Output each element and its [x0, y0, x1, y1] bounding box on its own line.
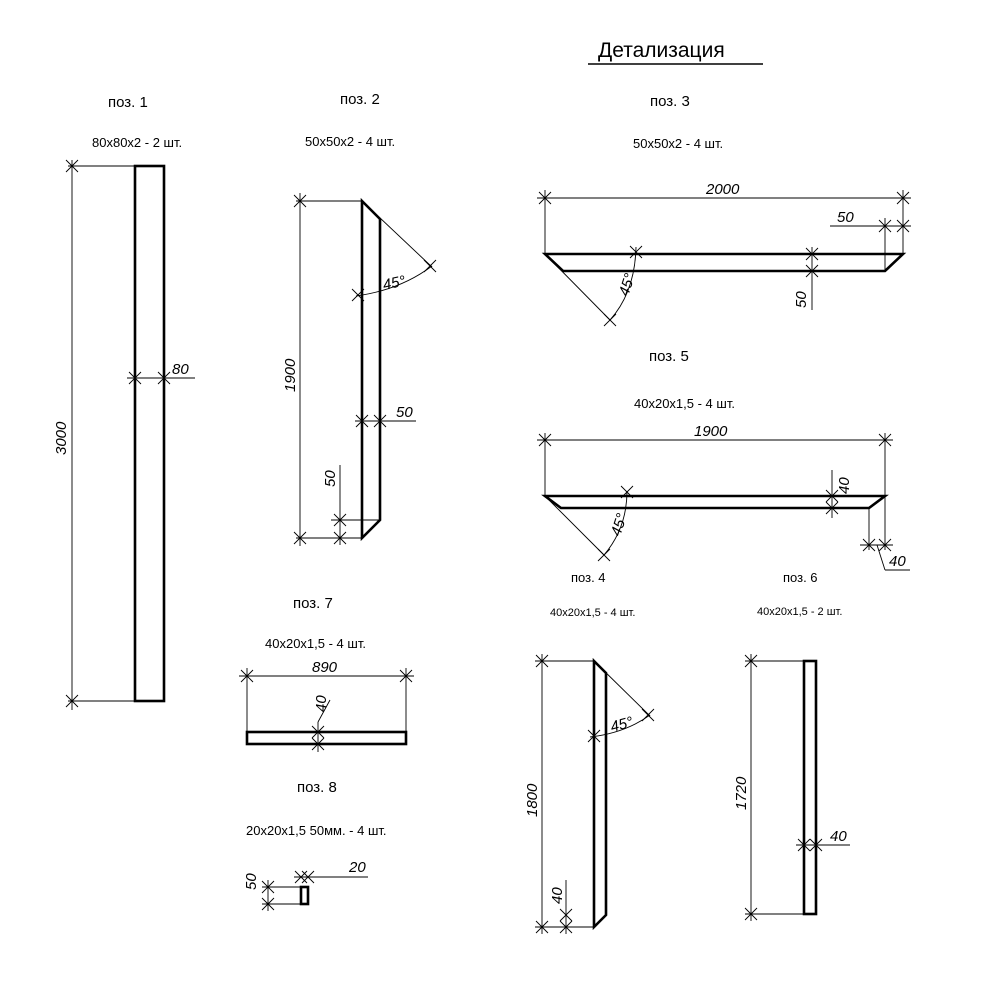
- pos-7-spec: 40х20х1,5 - 4 шт.: [265, 636, 366, 651]
- pos-3-angle-dim: 45°: [616, 271, 639, 298]
- pos-5-angle-arc: [603, 490, 628, 556]
- pos-2-angle-ray: [361, 200, 433, 268]
- pos-6-profile: [802, 659, 818, 916]
- pos-1-profile: [133, 164, 166, 703]
- pos-4-angle-ray: [593, 660, 651, 717]
- pos-2-end-dim: 50: [322, 470, 339, 487]
- pos-5-end-leader: [876, 544, 886, 571]
- pos-8-profile: [299, 885, 310, 906]
- pos-7-profile: [245, 730, 408, 746]
- part-pos-7: поз. 7 40х20х1,5 - 4 шт. 890 40: [239, 595, 414, 752]
- pos-6-width-dim: 40: [830, 828, 847, 845]
- pos-8-spec: 20х20х1,5 50мм. - 4 шт.: [246, 823, 387, 838]
- pos-3-profile: [541, 252, 907, 273]
- part-pos-5: поз. 5 40х20х1,5 - 4 шт. 1900 40 40 45°: [537, 348, 910, 571]
- pos-4-spec: 40х20х1,5 - 4 шт.: [550, 607, 635, 619]
- pos-3-angle-ray: [544, 253, 611, 321]
- pos-2-profile: [360, 197, 382, 542]
- pos-4-angle-dim: 45°: [609, 714, 635, 736]
- pos-8-width-dim: 20: [348, 859, 366, 876]
- pos-4-width-dim: 40: [549, 887, 566, 904]
- pos-8-length-dim: 50: [243, 873, 260, 890]
- pos-2-width-dim: 50: [396, 404, 413, 421]
- part-pos-3: поз. 3 50х50х2 - 4 шт. 2000 50 50 45°: [537, 93, 911, 327]
- pos-1-length-dim: 3000: [53, 421, 70, 455]
- pos-3-spec: 50х50х2 - 4 шт.: [633, 136, 723, 151]
- pos-3-width-dim: 50: [793, 291, 810, 308]
- pos-1-width-dim: 80: [172, 361, 189, 378]
- pos-3-length-dim: 2000: [705, 181, 740, 198]
- part-pos-2: поз. 2 50х50х2 - 4 шт. 1900 45° 50 50: [282, 91, 437, 546]
- pos-7-length-dim: 890: [312, 659, 338, 676]
- pos-5-end-dim: 40: [889, 553, 906, 570]
- part-pos-1: поз. 1 80х80х2 - 2 шт. 3000 80: [53, 94, 195, 710]
- pos-5-angle-ray: [544, 495, 605, 556]
- pos-5-length-dim: 1900: [694, 423, 728, 440]
- part-pos-4: поз. 4 40х20х1,5 - 4 шт. 1800 40 45°: [524, 570, 655, 934]
- part-pos-8: поз. 8 20х20х1,5 50мм. - 4 шт. 50 20: [243, 779, 387, 911]
- pos-1-label: поз. 1: [108, 94, 148, 111]
- pos-8-label: поз. 8: [297, 779, 337, 796]
- pos-4-profile: [592, 657, 608, 931]
- pos-7-width-leader: [317, 699, 331, 723]
- pos-5-width-dim: 40: [836, 477, 853, 494]
- pos-2-label: поз. 2: [340, 91, 380, 108]
- pos-3-end-dim: 50: [837, 209, 854, 226]
- pos-6-label: поз. 6: [783, 570, 818, 585]
- pos-6-spec: 40х20х1,5 - 2 шт.: [757, 606, 842, 618]
- pos-6-length-dim: 1720: [733, 776, 750, 810]
- pos-4-length-dim: 1800: [524, 783, 541, 817]
- part-pos-6: поз. 6 40х20х1,5 - 2 шт. 1720 40: [733, 570, 850, 921]
- pos-5-angle-dim: 45°: [608, 511, 631, 538]
- pos-7-width-dim: 40: [313, 695, 330, 712]
- pos-3-label: поз. 3: [650, 93, 690, 110]
- pos-5-spec: 40х20х1,5 - 4 шт.: [634, 396, 735, 411]
- pos-4-label: поз. 4: [571, 570, 606, 585]
- drawing-title: Детализация: [598, 39, 725, 62]
- pos-2-angle-dim: 45°: [381, 273, 407, 294]
- pos-2-length-dim: 1900: [282, 358, 299, 392]
- pos-7-label: поз. 7: [293, 595, 333, 612]
- pos-5-label: поз. 5: [649, 348, 689, 365]
- pos-1-spec: 80х80х2 - 2 шт.: [92, 135, 182, 150]
- pos-2-spec: 50х50х2 - 4 шт.: [305, 134, 395, 149]
- pos-3-angle-arc: [609, 246, 637, 321]
